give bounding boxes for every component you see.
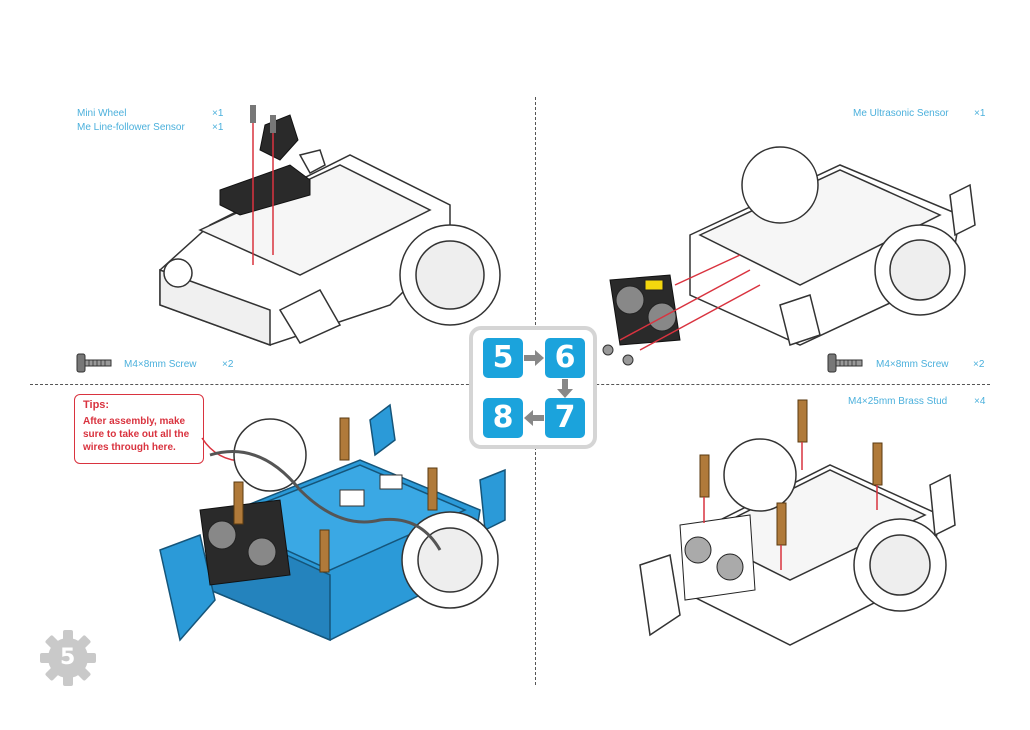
part-qty: ×1	[212, 122, 224, 133]
part-label: Mini Wheel	[77, 108, 127, 119]
step-8: 8	[483, 398, 523, 438]
part-label: Me Ultrasonic Sensor	[853, 108, 949, 119]
part-qty: ×4	[974, 396, 986, 407]
tips-text: After assembly, make sure to take out al…	[83, 416, 190, 453]
page-number: 5	[60, 645, 76, 670]
assembly-illustration-step7	[159, 403, 506, 642]
screw-label: M4×8mm Screw	[876, 359, 949, 370]
screw-qty: ×2	[222, 359, 234, 370]
arrow-down-icon	[557, 379, 573, 398]
part-label: M4×25mm Brass Stud	[848, 396, 948, 407]
part-label: Me Line-follower Sensor	[77, 122, 185, 133]
assembly-illustration-step8	[639, 399, 956, 646]
gear-icon	[40, 630, 96, 686]
step-7: 7	[545, 398, 585, 438]
arrow-right-icon	[524, 350, 544, 366]
assembly-illustration-step5	[159, 105, 501, 347]
screw-icon	[76, 353, 112, 373]
part-qty: ×1	[212, 108, 224, 119]
screw-icon	[827, 353, 863, 373]
part-qty: ×1	[974, 108, 986, 119]
step-sequence-panel: 5 6 7 8	[469, 326, 597, 449]
screw-label: M4×8mm Screw	[124, 359, 197, 370]
step-5: 5	[483, 338, 523, 378]
step-6: 6	[545, 338, 585, 378]
assembly-illustration-step6	[602, 146, 976, 366]
tips-title: Tips:	[83, 399, 110, 411]
arrow-left-icon	[524, 410, 544, 426]
screw-qty: ×2	[973, 359, 985, 370]
tips-box: Tips: After assembly, make sure to take …	[74, 394, 204, 464]
